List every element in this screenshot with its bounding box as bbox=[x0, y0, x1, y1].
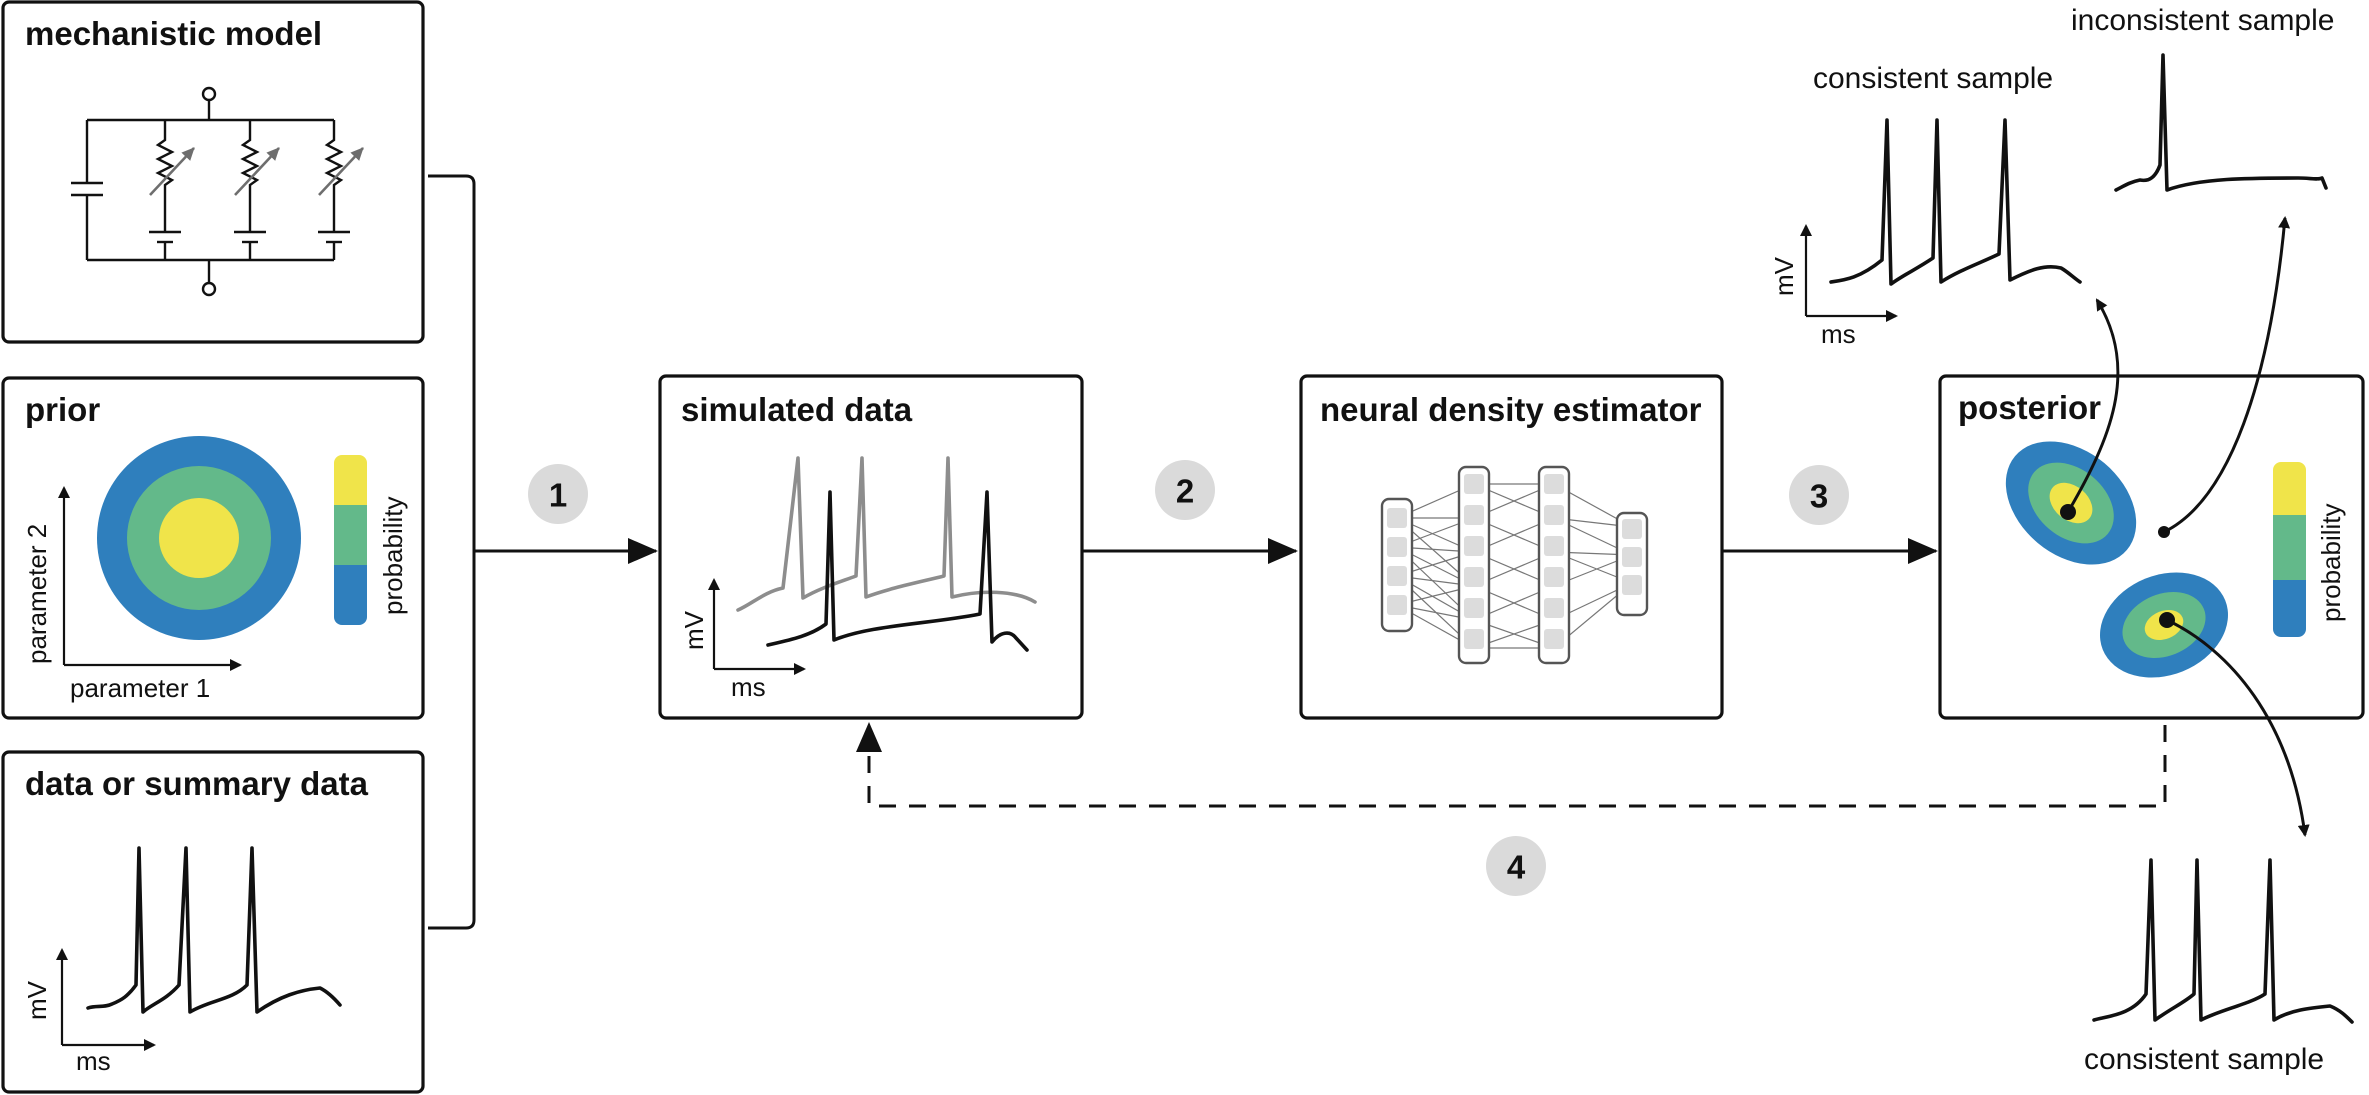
consistent-sample-top: consistent sample ms mV bbox=[1769, 62, 2082, 349]
data-y-axis-label: mV bbox=[22, 980, 52, 1020]
arrow-to-consistent-bottom bbox=[2166, 618, 2310, 837]
neural-density-estimator-box: neural density estimator bbox=[1299, 374, 1724, 720]
mechanistic-model-title: mechanistic model bbox=[25, 15, 322, 52]
prior-title: prior bbox=[25, 391, 100, 428]
simulated-data-box: simulated data ms mV bbox=[658, 374, 1084, 720]
inconsistent-sample-label: inconsistent sample bbox=[2071, 4, 2334, 37]
step-3-badge: 3 bbox=[1789, 465, 1849, 525]
consistent-sample-bottom-label: consistent sample bbox=[2084, 1043, 2324, 1076]
prior-colorbar bbox=[334, 455, 367, 625]
data-title: data or summary data bbox=[25, 765, 369, 802]
simulated-trace-gray bbox=[736, 456, 1037, 612]
mechanistic-model-box: mechanistic model bbox=[1, 0, 425, 344]
arrow-to-consistent-top bbox=[2066, 298, 2120, 513]
step-4-badge: 4 bbox=[1486, 836, 1546, 896]
posterior-title: posterior bbox=[1958, 389, 2101, 426]
step-1-badge: 1 bbox=[528, 464, 588, 524]
posterior-box: posterior probability bbox=[1938, 374, 2365, 720]
circuit-icon bbox=[71, 86, 364, 297]
neural-network-icon bbox=[1380, 465, 1649, 665]
step-3-label: 3 bbox=[1810, 478, 1828, 515]
arrow-to-inconsistent bbox=[2163, 216, 2291, 534]
consistent-sample-bottom-trace bbox=[2092, 858, 2354, 1024]
step-2-label: 2 bbox=[1176, 473, 1194, 510]
prior-y-axis-label: parameter 2 bbox=[22, 524, 52, 664]
inconsistent-sample-trace bbox=[2114, 53, 2328, 192]
posterior-colorbar bbox=[2273, 462, 2306, 637]
prior-x-axis-label: parameter 1 bbox=[70, 673, 210, 703]
step-2-badge: 2 bbox=[1155, 460, 1215, 520]
consistent-sample-top-y-axis-label: mV bbox=[1769, 256, 1799, 296]
input-bracket bbox=[428, 174, 658, 930]
data-box: data or summary data ms mV bbox=[1, 750, 425, 1094]
prior-colorbar-label: probability bbox=[378, 496, 408, 615]
feedback-arrow bbox=[856, 722, 2167, 808]
consistent-sample-top-x-axis-label: ms bbox=[1821, 319, 1856, 349]
step-1-label: 1 bbox=[549, 477, 567, 514]
neural-density-estimator-title: neural density estimator bbox=[1320, 391, 1702, 428]
simulated-trace-black bbox=[766, 490, 1029, 652]
posterior-colorbar-label: probability bbox=[2316, 503, 2346, 622]
inconsistent-sample: inconsistent sample bbox=[2071, 4, 2334, 192]
simulated-data-title: simulated data bbox=[681, 391, 913, 428]
consistent-sample-top-label: consistent sample bbox=[1813, 62, 2053, 95]
consistent-sample-bottom: consistent sample bbox=[2084, 858, 2354, 1076]
data-x-axis-label: ms bbox=[76, 1046, 111, 1076]
prior-distribution bbox=[97, 436, 301, 640]
step-4-label: 4 bbox=[1507, 849, 1526, 886]
observed-trace bbox=[86, 846, 342, 1014]
consistent-sample-top-trace bbox=[1829, 118, 2082, 286]
simulated-x-axis-label: ms bbox=[731, 672, 766, 702]
simulated-y-axis-label: mV bbox=[679, 610, 709, 650]
prior-box: prior parameter 1 parameter 2 probabilit… bbox=[1, 376, 425, 720]
